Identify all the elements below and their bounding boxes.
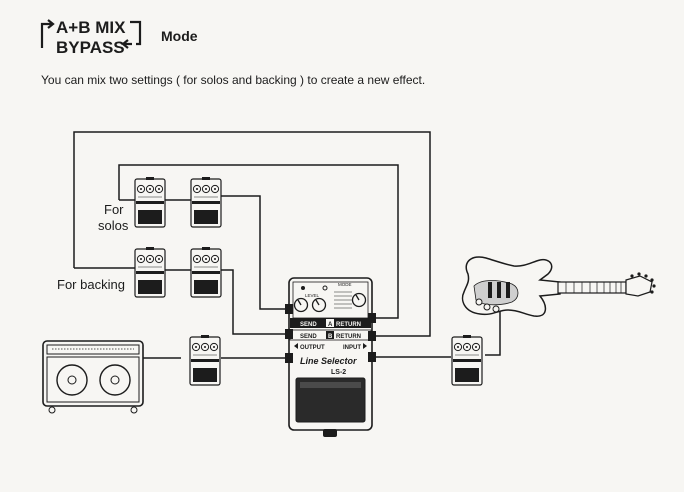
return-b-label: RETURN <box>336 334 361 340</box>
electric-guitar-icon <box>461 256 656 317</box>
pedal-backing-2 <box>190 246 222 298</box>
output-label: OUTPUT <box>300 345 325 351</box>
line-selector-pedal: LEVEL MODE SEND A RETURN SEND B RETURN O… <box>285 277 376 437</box>
power-led-icon <box>322 285 328 291</box>
mode-option-bypass: BYPASS <box>56 38 125 57</box>
label-for-solos-line1: For <box>104 202 124 217</box>
pedal-solos-1 <box>134 176 166 228</box>
input-label: INPUT <box>343 345 361 351</box>
footswitch <box>295 377 366 423</box>
mode-arrow-top-icon <box>40 19 55 48</box>
label-for-backing: For backing <box>57 277 125 292</box>
mode-arrow-bottom-icon <box>121 39 132 49</box>
tag-a-label: A <box>328 322 333 328</box>
tag-b-label: B <box>328 334 333 340</box>
send-b-label: SEND <box>300 334 317 340</box>
send-a-label: SEND <box>300 322 317 328</box>
pedal-amp-chain <box>189 334 221 386</box>
model-label: LS-2 <box>331 369 346 376</box>
description-text: You can mix two settings ( for solos and… <box>41 73 425 87</box>
mode-arrow-right-icon <box>130 20 142 46</box>
mode-label: Mode <box>161 28 198 44</box>
pedal-backing-1 <box>134 246 166 298</box>
pedal-guitar-chain <box>451 334 483 386</box>
pedal-solos-2 <box>190 176 222 228</box>
label-for-solos-line2: solos <box>98 218 129 233</box>
mode-selector-knob <box>351 292 367 308</box>
check-led-icon <box>301 286 305 290</box>
mode-option-mix: A+B MIX <box>56 18 126 37</box>
amplifier <box>42 340 144 414</box>
speaker-right-icon <box>99 364 131 396</box>
mode-selector-title: MODE <box>338 282 352 287</box>
speaker-left-icon <box>56 364 88 396</box>
level-knob-a <box>293 297 309 313</box>
return-a-label: RETURN <box>336 322 361 328</box>
level-label: LEVEL <box>305 293 320 298</box>
cables <box>73 131 501 359</box>
product-name-label: Line Selector <box>300 356 357 366</box>
level-knob-b <box>311 297 327 313</box>
mode-header: A+B MIX BYPASS Mode <box>40 18 198 57</box>
